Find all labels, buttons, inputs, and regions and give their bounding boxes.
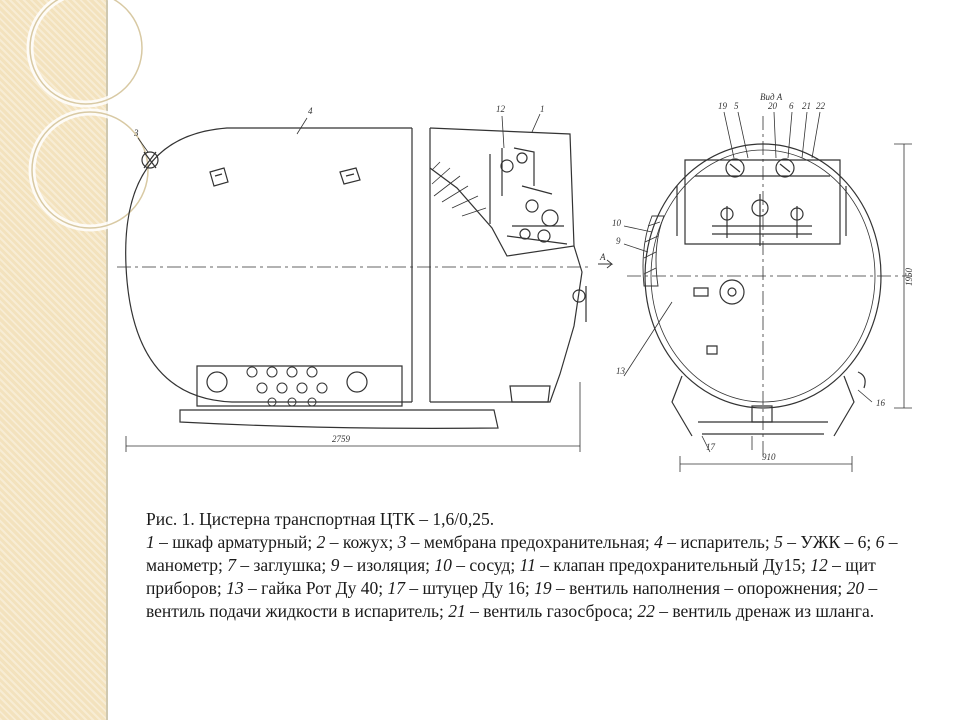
legend-text: – шкаф арматурный;	[154, 532, 317, 552]
legend-number: 11	[519, 555, 536, 575]
view-label: Вид А	[760, 92, 783, 102]
legend-number: 4	[654, 532, 663, 552]
legend-text: – УЖК – 6;	[782, 532, 876, 552]
legend-text: – вентиль дренаж из шланга.	[654, 601, 875, 621]
legend-text: – гайка Рот Ду 40;	[243, 578, 388, 598]
legend-number: 5	[774, 532, 783, 552]
caption-legend: 1 – шкаф арматурный; 2 – кожух; 3 – мемб…	[146, 531, 922, 623]
figure-caption: Рис. 1. Цистерна транспортная ЦТК – 1,6/…	[146, 508, 922, 623]
legend-number: 9	[330, 555, 340, 575]
legend-text: – клапан предохранительный Ду15;	[535, 555, 811, 575]
legend-number: 22	[637, 601, 655, 621]
legend-text: – изоляция;	[339, 555, 435, 575]
legend-number: 10	[434, 555, 452, 575]
legend-number: 19	[534, 578, 552, 598]
callout-5: 5	[734, 101, 739, 111]
dimension-910: 910	[762, 452, 776, 462]
callout-4: 4	[308, 106, 313, 116]
technical-drawing: 3 4 12 1 2759 Вид А А 19 5 20 6 21 22 10…	[117, 92, 914, 472]
legend-text: – испаритель;	[662, 532, 775, 552]
callout-13: 13	[616, 366, 626, 376]
legend-number: 1	[146, 532, 155, 552]
legend-text: – заглушка;	[235, 555, 331, 575]
legend-text: – сосуд;	[451, 555, 520, 575]
callout-6: 6	[789, 101, 794, 111]
callout-19: 19	[718, 101, 728, 111]
legend-text: – мембрана предохранительная;	[406, 532, 655, 552]
section-mark: А	[599, 252, 606, 262]
legend-text: – вентиль газосброса;	[465, 601, 638, 621]
legend-text: – щит приборов;	[146, 555, 876, 598]
legend-number: 21	[448, 601, 466, 621]
legend-number: 13	[226, 578, 244, 598]
callout-3: 3	[133, 128, 139, 138]
caption-title: Рис. 1. Цистерна транспортная ЦТК – 1,6/…	[146, 509, 495, 529]
callout-20: 20	[768, 101, 778, 111]
callout-21: 21	[802, 101, 811, 111]
legend-number: 7	[227, 555, 236, 575]
callout-10: 10	[612, 218, 622, 228]
legend-number: 6	[875, 532, 885, 552]
callout-22: 22	[816, 101, 826, 111]
decorative-rings	[26, 0, 152, 232]
end-view	[598, 111, 912, 472]
legend-number: 17	[387, 578, 405, 598]
legend-number: 3	[397, 532, 407, 552]
legend-number: 12	[810, 555, 828, 575]
callout-1: 1	[540, 104, 545, 114]
decorative-sidebar	[0, 0, 106, 720]
legend-text: – вентиль наполнения – опорожнения;	[551, 578, 847, 598]
callout-16: 16	[876, 398, 886, 408]
legend-number: 20	[846, 578, 865, 598]
dimension-1950: 1950	[904, 268, 914, 287]
callout-12: 12	[496, 104, 506, 114]
side-view	[117, 113, 592, 452]
legend-number: 2	[316, 532, 326, 552]
legend-text: – манометр;	[146, 532, 898, 575]
callout-17: 17	[706, 442, 716, 452]
legend-text: – вентиль подачи жидкости в испаритель;	[146, 578, 878, 621]
legend-text: – кожух;	[325, 532, 398, 552]
sidebar-divider	[106, 0, 108, 720]
legend-text: – штуцер Ду 16;	[404, 578, 535, 598]
dimension-2759: 2759	[332, 434, 351, 444]
callout-9: 9	[616, 236, 621, 246]
